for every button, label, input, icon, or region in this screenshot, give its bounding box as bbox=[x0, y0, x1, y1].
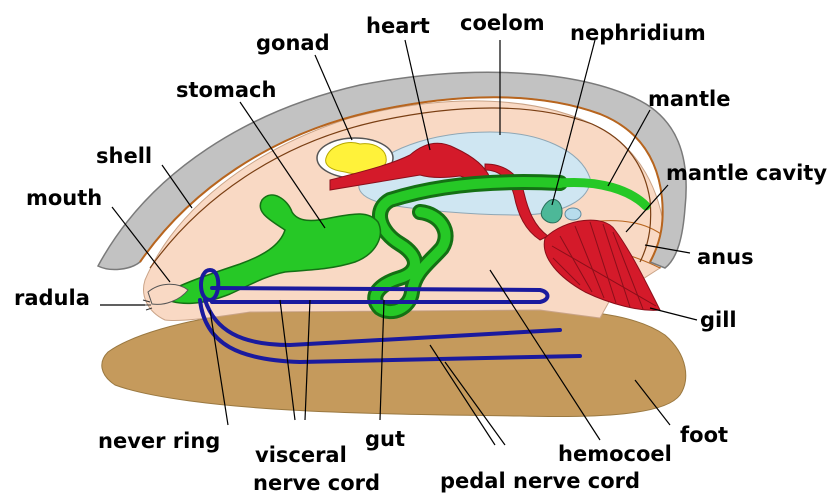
label-gut: gut bbox=[365, 427, 405, 451]
label-shell: shell bbox=[96, 144, 152, 168]
label-mantle: mantle bbox=[648, 87, 730, 111]
label-hemocoel: hemocoel bbox=[558, 442, 672, 466]
nephridium-pore bbox=[565, 208, 581, 220]
label-gill: gill bbox=[700, 308, 737, 332]
label-never-ring: never ring bbox=[98, 429, 220, 453]
label-visceral-line1: visceral bbox=[255, 443, 347, 467]
foot-shape bbox=[102, 310, 686, 417]
label-radula: radula bbox=[14, 286, 90, 310]
leader-gill bbox=[650, 308, 697, 320]
label-heart: heart bbox=[366, 14, 430, 38]
label-mouth: mouth bbox=[26, 186, 102, 210]
label-foot: foot bbox=[680, 423, 728, 447]
label-gonad: gonad bbox=[256, 31, 330, 55]
label-visceral-line2: nerve cord bbox=[253, 471, 380, 495]
label-stomach: stomach bbox=[176, 78, 276, 102]
label-nephridium: nephridium bbox=[570, 21, 706, 45]
label-coelom: coelom bbox=[460, 11, 545, 35]
label-anus: anus bbox=[697, 245, 754, 269]
label-mantle-cavity: mantle cavity bbox=[666, 161, 827, 185]
label-pedal-nerve-cord: pedal nerve cord bbox=[440, 469, 640, 493]
